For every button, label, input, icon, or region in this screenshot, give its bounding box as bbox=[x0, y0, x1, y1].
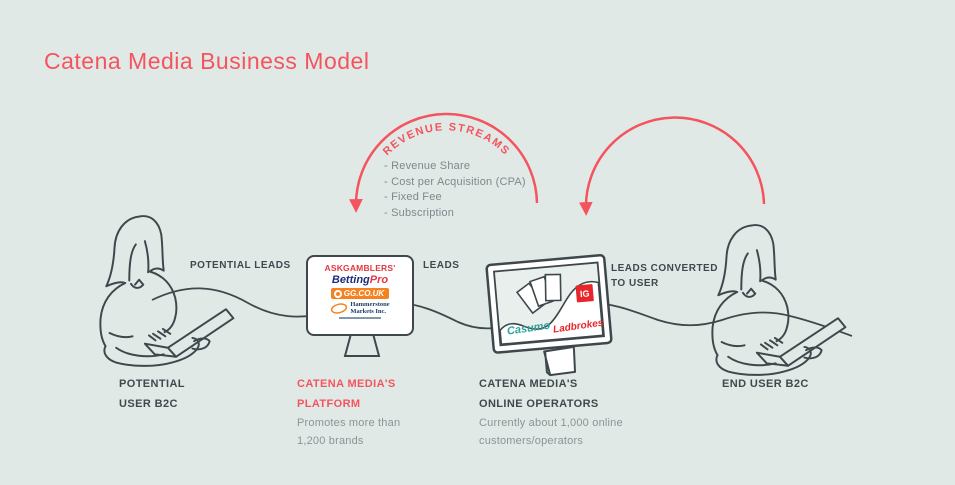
revenue-item: - Revenue Share bbox=[384, 160, 471, 172]
hammerstone-swoosh-icon bbox=[331, 303, 348, 314]
bettingpro-logo-pro: Pro bbox=[369, 274, 389, 286]
operators-monitor: IG Casumo Ladbrokes bbox=[485, 254, 613, 377]
ig-logo-text: IG bbox=[580, 288, 590, 299]
caption-platform-title: CATENA MEDIA'S PLATFORM bbox=[297, 378, 396, 410]
platform-monitor: ASKGAMBLERS' BettingPro GG.CO.UK Hammers… bbox=[306, 255, 414, 336]
hammerstone-line1: Hammerstone bbox=[350, 301, 390, 308]
hammerstone-line2: Markets Inc. bbox=[350, 307, 387, 315]
ig-logo bbox=[575, 284, 594, 303]
ggcouk-logo-text: GG.CO.UK bbox=[343, 289, 385, 298]
revenue-item: - Fixed Fee bbox=[384, 191, 442, 203]
potential-leads-label: POTENTIAL LEADS bbox=[190, 260, 291, 271]
hammerstone-tagline bbox=[339, 317, 381, 319]
leads-converted-label: LEADS CONVERTED TO USER bbox=[611, 263, 718, 289]
end-user-illustration bbox=[711, 224, 847, 376]
ggcouk-logo-icon bbox=[333, 289, 342, 298]
askgamblers-logo: ASKGAMBLERS' bbox=[324, 263, 396, 273]
potential-user-illustration bbox=[99, 215, 235, 367]
ggcouk-logo: GG.CO.UK bbox=[330, 288, 390, 299]
revenue-item: - Subscription bbox=[384, 206, 455, 219]
caption-operators: CATENA MEDIA'S ONLINE OPERATORS Currentl… bbox=[479, 374, 669, 450]
revenue-arc-right bbox=[578, 116, 766, 216]
page-title: Catena Media Business Model bbox=[44, 48, 370, 74]
revenue-item: - Cost per Acquisition (CPA) bbox=[384, 175, 526, 188]
revenue-arc-left bbox=[349, 112, 539, 213]
caption-operators-desc: Currently about 1,000 online customers/o… bbox=[479, 417, 623, 447]
caption-platform-desc: Promotes more than 1,200 brands bbox=[297, 417, 401, 447]
revenue-streams-list: - Revenue Share - Cost per Acquisition (… bbox=[384, 159, 526, 221]
caption-potential-user: POTENTIAL USER B2C bbox=[119, 374, 219, 414]
platform-monitor-stand bbox=[343, 329, 381, 357]
hammerstone-logo: Hammerstone Markets Inc. bbox=[330, 301, 390, 315]
caption-end-user: END USER B2C bbox=[722, 374, 852, 394]
caption-operators-title: CATENA MEDIA'S ONLINE OPERATORS bbox=[479, 378, 599, 410]
leads-label: LEADS bbox=[423, 260, 460, 271]
caption-potential-user-title: POTENTIAL USER B2C bbox=[119, 378, 185, 410]
bettingpro-logo-betting: Betting bbox=[331, 274, 370, 286]
fanned-cards bbox=[515, 273, 562, 315]
bettingpro-logo: BettingPro bbox=[332, 274, 388, 286]
caption-end-user-title: END USER B2C bbox=[722, 378, 809, 390]
hammerstone-logo-text: Hammerstone Markets Inc. bbox=[350, 301, 390, 315]
caption-platform: CATENA MEDIA'S PLATFORM Promotes more th… bbox=[297, 374, 422, 450]
